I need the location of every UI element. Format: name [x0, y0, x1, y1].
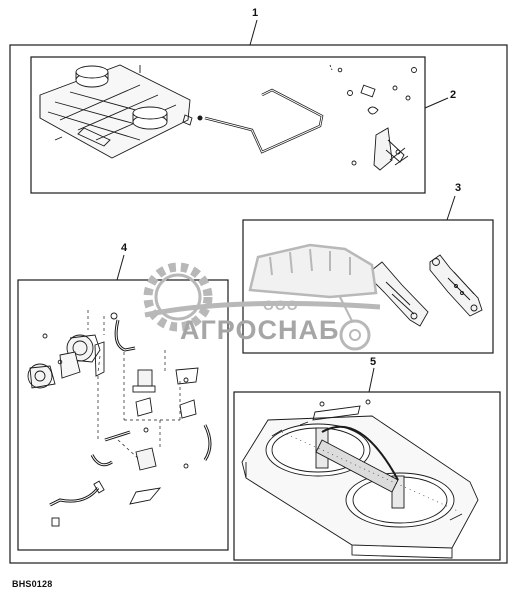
- leader-3: [446, 195, 456, 221]
- kit-4-box: [17, 279, 229, 551]
- leader-1: [249, 19, 258, 46]
- callout-4: 4: [121, 242, 128, 254]
- bail-rod-pin: [197, 115, 203, 121]
- callout-2: 2: [450, 89, 457, 101]
- deck-cover-part: [39, 64, 193, 159]
- watermark-prefix: ООО: [263, 297, 299, 313]
- leader-4: [116, 254, 125, 281]
- latch-hardware-parts: [54, 64, 417, 171]
- hydraulic-kit-parts: [27, 310, 212, 527]
- outer-frame: [9, 44, 508, 564]
- watermark: ООО АГРОСНАБ: [140, 235, 390, 365]
- lift-arm-parts: [371, 254, 483, 327]
- callout-3: 3: [455, 182, 462, 194]
- watermark-company-name: АГРОСНАБ: [180, 315, 340, 345]
- kit-5-box: [233, 391, 501, 561]
- figure-code: BHS0128: [12, 579, 53, 589]
- mower-deck-part: [241, 399, 479, 559]
- callout-5: 5: [370, 356, 377, 368]
- leader-2: [424, 97, 449, 109]
- callout-1: 1: [252, 7, 259, 19]
- watermark-logo-icon: [143, 243, 381, 351]
- kit-2-box: [30, 56, 426, 194]
- bail-rod-part: [204, 88, 324, 154]
- kit-3-box: [242, 219, 494, 354]
- leader-5: [368, 367, 375, 393]
